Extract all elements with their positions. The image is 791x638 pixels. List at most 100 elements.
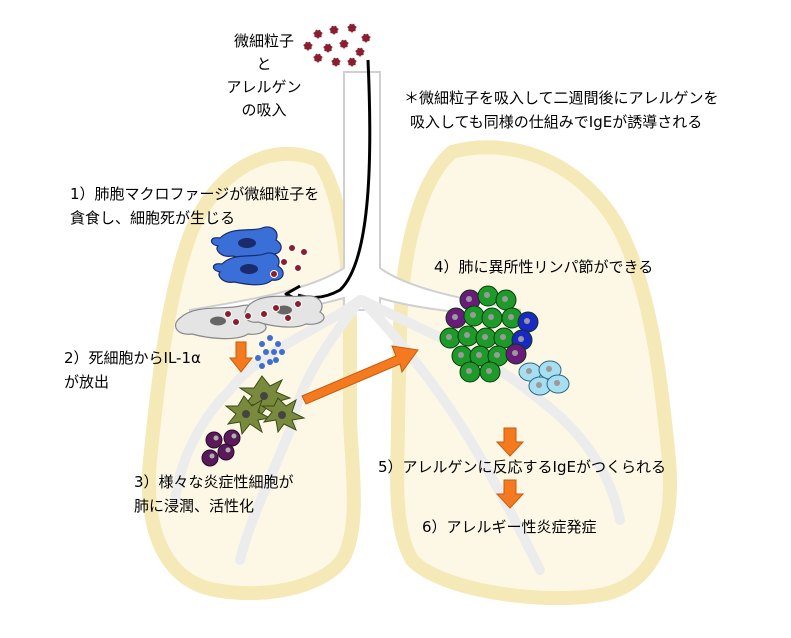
label-note: ＊微細粒子を吸入して二週間後にアレルゲンを 吸入しても同様の仕組みでIgEが誘導… xyxy=(404,86,719,134)
lungs xyxy=(141,140,677,606)
particle xyxy=(294,300,302,308)
inflammatory-cell-icon xyxy=(201,429,241,467)
label-step3: 3）様々な炎症性細胞が 肺に浸潤、活性化 xyxy=(134,470,294,518)
lymph-cell-nucleus xyxy=(486,368,492,374)
lymph-cell-nucleus xyxy=(476,352,482,358)
inflammatory-cell xyxy=(205,431,223,449)
il1a-dot xyxy=(267,359,273,365)
particle xyxy=(328,24,340,36)
particle xyxy=(330,56,342,68)
particle xyxy=(300,248,308,256)
lymph-cell-nucleus xyxy=(446,334,452,340)
label-line: 肺に浸潤、活性化 xyxy=(134,497,255,515)
label-line: 吸入しても同様の仕組みでIgEが誘導される xyxy=(410,113,703,131)
label-line: 貪食し、細胞死が生じる xyxy=(70,209,236,227)
macrophage-nucleus xyxy=(238,238,256,248)
macrophage-nucleus xyxy=(240,264,258,274)
lymph-cell-nucleus xyxy=(470,312,476,318)
inflammatory-cell-nucleus xyxy=(209,453,215,459)
lymph-cell-nucleus xyxy=(508,314,514,320)
lymph-cell-nucleus xyxy=(464,332,470,338)
particle xyxy=(272,304,280,312)
label-line: 3）様々な炎症性細胞が xyxy=(134,473,294,491)
macrophage-icon xyxy=(210,226,284,286)
arrow-step1-to-step2 xyxy=(228,341,254,373)
dead-cell-icon xyxy=(175,295,325,340)
label-line: ＊微細粒子を吸入して二週間後にアレルゲンを xyxy=(404,89,719,107)
il1a-dot xyxy=(273,357,279,363)
particle xyxy=(360,32,372,44)
dead-cell-nucleus xyxy=(210,316,226,326)
lymph-cell-nucleus xyxy=(466,368,472,374)
label-step6: 6）アレルギー性炎症発症 xyxy=(422,518,597,536)
label-inhalation: 微細粒子 と アレルゲン の吸入 xyxy=(216,30,312,122)
lymph-cell-nucleus xyxy=(466,296,472,302)
il1a-dot xyxy=(259,363,265,369)
particle xyxy=(338,38,350,50)
il1a-dot xyxy=(271,349,277,355)
lymph-cell-nucleus xyxy=(484,292,490,298)
lymph-cell-nucleus xyxy=(526,368,532,374)
particle xyxy=(260,310,268,318)
lymph-cell-nucleus xyxy=(502,296,508,302)
lymph-cell-nucleus xyxy=(452,314,458,320)
lymph-cell-nucleus xyxy=(536,382,542,388)
lymph-cell-nucleus xyxy=(554,380,560,386)
arrow-step5-to-step6 xyxy=(495,479,525,509)
lymph-cell-nucleus xyxy=(458,352,464,358)
label-line: 微細粒子 xyxy=(233,32,294,50)
il1a-dot xyxy=(279,349,285,355)
particle-scatter-icon xyxy=(224,244,308,326)
label-line: 1）肺胞マクロファージが微細粒子を xyxy=(70,185,320,203)
lymph-cell-nucleus xyxy=(488,314,494,320)
particle-cluster-icon xyxy=(302,22,372,68)
particle xyxy=(294,264,302,272)
dendritic-nucleus xyxy=(242,410,250,418)
inflammatory-cell xyxy=(201,449,219,467)
lymph-cell-nucleus xyxy=(512,350,518,356)
arrow-step4-to-step5 xyxy=(495,427,525,457)
particle xyxy=(346,56,358,68)
particle xyxy=(302,40,314,52)
particle xyxy=(312,28,324,40)
particle xyxy=(322,42,334,54)
particle xyxy=(232,318,240,326)
il1a-dot xyxy=(263,349,269,355)
label-step4: 4）肺に異所性リンパ節ができる xyxy=(434,258,654,276)
label-line: アレルゲン xyxy=(226,78,302,96)
lymph-cell-nucleus xyxy=(500,334,506,340)
inflammatory-cell-nucleus xyxy=(213,435,219,441)
inflammatory-cell xyxy=(223,429,241,447)
lymph-node-icon xyxy=(439,285,570,396)
label-line: 2）死細胞からIL-1α xyxy=(64,349,201,367)
il1a-dot xyxy=(255,355,261,361)
dendritic-cell-icon xyxy=(224,375,306,436)
particle xyxy=(354,46,366,58)
label-line: と xyxy=(256,55,272,73)
label-line: の吸入 xyxy=(241,101,287,119)
dendritic-nucleus xyxy=(260,392,268,400)
orange-arrows xyxy=(228,341,525,509)
il1a-dot xyxy=(267,335,273,341)
il1a-dot xyxy=(259,341,265,347)
il1a-dots-icon xyxy=(255,335,285,369)
lymph-cell-nucleus xyxy=(494,352,500,358)
lymph-cell-nucleus xyxy=(546,366,552,372)
particle xyxy=(244,312,252,320)
label-step2: 2）死細胞からIL-1α が放出 xyxy=(64,346,201,394)
particle xyxy=(284,314,292,322)
dead-cell-nucleus xyxy=(276,305,292,315)
particle xyxy=(288,244,296,252)
arrow-step3-to-step4 xyxy=(301,345,419,405)
lymph-cell-nucleus xyxy=(482,334,488,340)
lymph-cell-nucleus xyxy=(524,318,530,324)
label-step5: 5）アレルゲンに反応するIgEがつくられる xyxy=(378,458,666,476)
il1a-dot xyxy=(275,341,281,347)
label-line: が放出 xyxy=(64,373,110,391)
dendritic-nucleus xyxy=(278,411,286,419)
particle xyxy=(224,310,232,318)
inflammatory-cell-nucleus xyxy=(225,447,231,453)
particle xyxy=(280,258,288,266)
